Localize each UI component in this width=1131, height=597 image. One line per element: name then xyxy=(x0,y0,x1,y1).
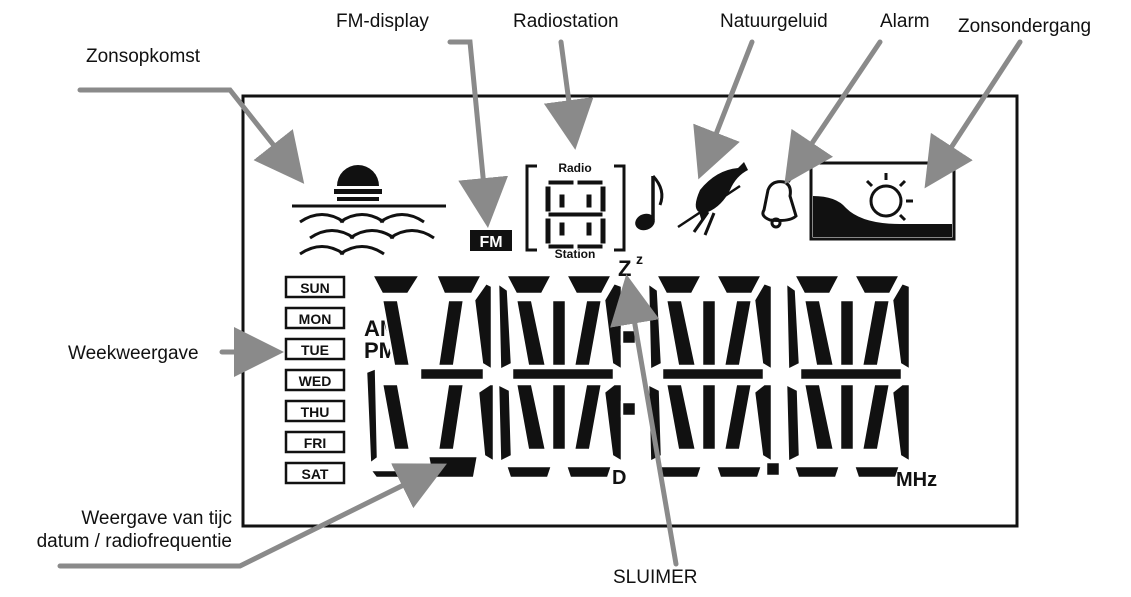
day-wed: WED xyxy=(284,368,346,392)
mhz-unit: MHz xyxy=(896,469,937,491)
digit-3 xyxy=(646,273,774,480)
callout-sunrise: Zonsopkomst xyxy=(86,46,201,67)
station-bottom-label: Station xyxy=(555,247,596,261)
leader-alarm xyxy=(784,39,883,185)
day-fri-label: FRI xyxy=(304,435,327,451)
snooze-z-small: z xyxy=(636,251,643,267)
day-tue: TUE xyxy=(284,337,346,361)
decimal-point xyxy=(764,460,782,478)
colon-bottom xyxy=(620,400,638,418)
callout-week-display: Weekweergave xyxy=(68,343,199,364)
station-digit xyxy=(544,179,607,250)
callout-time-display-line1: Weergave van tijc xyxy=(81,508,232,529)
day-sun: SUN xyxy=(284,275,346,299)
digit-4 xyxy=(784,273,912,480)
leader-sunrise xyxy=(77,87,305,184)
day-mon: MON xyxy=(284,306,346,330)
radio-station-indicator: Radio Station xyxy=(525,161,626,261)
leader-sunset xyxy=(924,39,1023,189)
leader-fm xyxy=(447,39,509,228)
day-sat-label: SAT xyxy=(302,466,329,482)
day-tue-label: TUE xyxy=(301,342,329,358)
leader-snooze xyxy=(610,274,679,567)
callout-nature-sound: Natuurgeluid xyxy=(720,11,828,32)
callout-fm-display: FM-display xyxy=(336,11,429,32)
callout-snooze: SLUIMER xyxy=(613,567,698,588)
day-sat: SAT xyxy=(284,461,346,485)
day-thu: THU xyxy=(284,399,346,423)
callout-sunset: Zonsondergang xyxy=(958,16,1092,37)
leader-nature xyxy=(693,39,755,180)
digit-2 xyxy=(496,273,624,480)
day-fri: FRI xyxy=(284,430,346,454)
callout-radio-station: Radiostation xyxy=(513,11,619,32)
station-top-label: Radio xyxy=(558,161,591,175)
snooze-z-big: Z xyxy=(618,256,631,281)
leader-radio xyxy=(543,39,594,150)
day-mon-label: MON xyxy=(299,311,332,327)
callout-alarm: Alarm xyxy=(880,11,930,32)
day-wed-label: WED xyxy=(299,373,332,389)
digit-1 xyxy=(364,273,496,480)
sunrise-icon xyxy=(292,165,446,256)
day-sun-label: SUN xyxy=(300,280,330,296)
week-day-indicator: SUN MON TUE WED THU FRI xyxy=(284,275,346,485)
music-note-icon xyxy=(635,174,664,231)
fm-badge: FM xyxy=(470,230,512,251)
day-thu-label: THU xyxy=(301,404,330,420)
leader-time xyxy=(57,463,447,569)
fm-badge-label: FM xyxy=(479,234,502,251)
date-flag: D xyxy=(612,467,626,489)
main-digits xyxy=(364,273,912,480)
callout-time-display-line2: datum / radiofrequentie xyxy=(36,531,232,552)
